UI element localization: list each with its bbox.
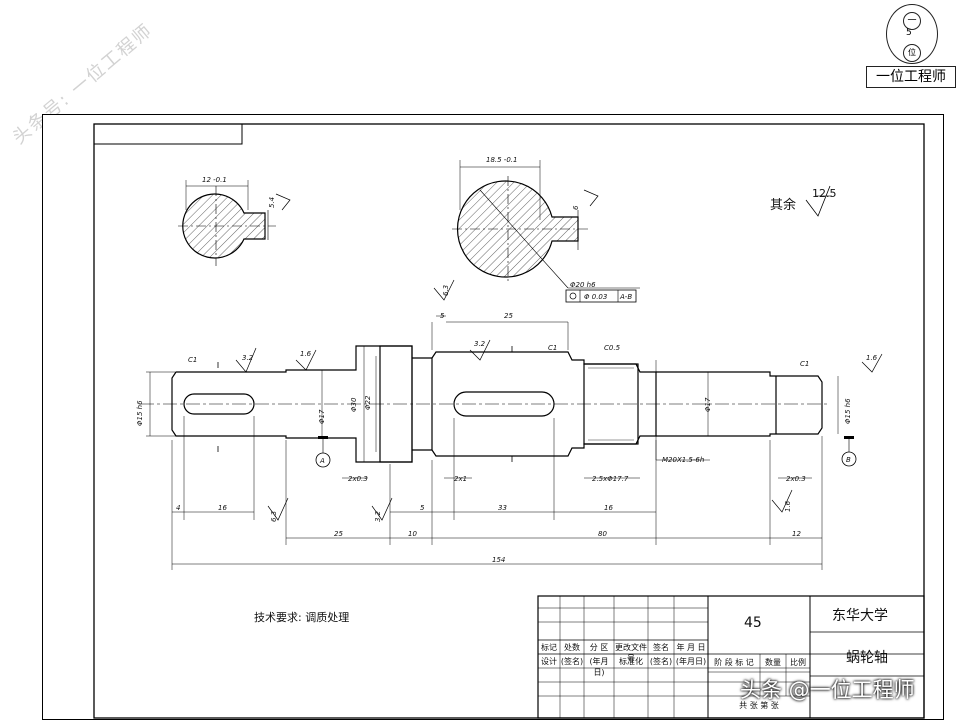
tb-row-label-1: 标记 xyxy=(541,643,557,652)
dim-dia15-left: Φ15 h6 xyxy=(136,400,144,426)
tb-row2-label-2: (签名) xyxy=(560,657,584,666)
tb-row-label-3: 分 区 xyxy=(589,643,609,652)
dim-section1-width: 12 -0.1 xyxy=(202,176,227,184)
dim-33: 33 xyxy=(498,504,507,512)
tb-row2-label-6: (年月日) xyxy=(675,657,707,666)
dim-dia17-right: Φ17 xyxy=(704,397,712,412)
dim-section2-width: 18.5 -0.1 xyxy=(486,156,517,164)
logo-mid-glyph: 5 xyxy=(906,28,912,38)
chamfer-c1-left: C1 xyxy=(188,356,197,364)
thread-spec: M20X1.5-6h xyxy=(662,456,704,464)
section-view-2 xyxy=(452,160,640,303)
chamfer-2x03-left: 2x0.3 xyxy=(348,475,368,483)
tb-row-label-5: 签名 xyxy=(653,643,669,652)
section-view-1 xyxy=(178,180,291,266)
author-logo: 一 5 位 一位工程师 xyxy=(866,4,956,88)
dim-10: 10 xyxy=(408,530,417,538)
tb-row2-label-5: (签名) xyxy=(649,657,673,666)
rough-3-2-c: 3.2 xyxy=(374,510,382,522)
tb-quantity-label: 数量 xyxy=(765,658,781,667)
undercut-2-5: 2.5xΦ17.7 xyxy=(592,475,629,483)
dim-80: 80 xyxy=(598,530,607,538)
chamfer-2x03-right: 2x0.3 xyxy=(786,475,806,483)
dim-5-top: 5 xyxy=(440,312,445,320)
bottom-watermark: 头条 @一位工程师 xyxy=(740,678,915,702)
dim-dia17-left: Φ17 xyxy=(318,409,326,424)
dim-16-left: 16 xyxy=(218,504,227,512)
rough-1-6-c: 1.6 xyxy=(784,500,792,512)
dim-dia30: Φ30 xyxy=(350,397,358,412)
chamfer-c05: C0.5 xyxy=(604,344,621,352)
technical-requirements: 技术要求: 调质处理 xyxy=(254,611,350,624)
tb-sheet-text: 共 张 第 张 xyxy=(739,701,779,710)
tb-material: 45 xyxy=(744,615,762,631)
logo-label: 一位工程师 xyxy=(866,66,956,88)
dim-25-bottom: 25 xyxy=(334,530,343,538)
dim-16-right: 16 xyxy=(604,504,613,512)
logo-top-glyph: 一 xyxy=(903,12,921,30)
tol-flatness: Φ 0.03 xyxy=(584,293,607,301)
logo-bottom-glyph: 位 xyxy=(903,44,921,62)
tb-school: 东华大学 xyxy=(832,608,888,624)
roughness-note-prefix: 其余 xyxy=(770,197,796,213)
tb-row-label-4: 更改文件号 xyxy=(615,643,647,663)
dim-25-top: 25 xyxy=(504,312,513,320)
chamfer-2x1: 2x1 xyxy=(454,475,467,483)
dim-section2-depth: 6 xyxy=(572,205,580,210)
dim-section1-depth: 5.4 xyxy=(268,197,276,208)
tol-datum-ref: A-B xyxy=(619,293,632,301)
dim-4: 4 xyxy=(176,504,180,512)
tb-row2-label-1: 设计 xyxy=(541,657,557,666)
dim-154: 154 xyxy=(492,556,505,564)
corner-box xyxy=(93,123,243,145)
tb-row2-label-3: (年月日) xyxy=(589,657,609,677)
rough-1-6-b: 1.6 xyxy=(866,354,878,362)
tb-stage-label: 阶 段 标 记 xyxy=(714,658,754,667)
rough-6-3: 6.3 xyxy=(442,285,450,296)
datum-a-label: A xyxy=(319,457,325,465)
title-block-grid xyxy=(537,595,925,719)
dim-5-bottom: 5 xyxy=(420,504,425,512)
dim-dia15-right: Φ15 h6 xyxy=(844,398,852,424)
tb-part-name: 蜗轮轴 xyxy=(846,650,888,666)
inner-border xyxy=(93,123,925,719)
rough-3-2-a: 3.2 xyxy=(242,354,254,362)
datum-b-label: B xyxy=(846,456,851,464)
rough-6-3-b: 6.3 xyxy=(270,511,278,522)
chamfer-c1-mid: C1 xyxy=(548,344,557,352)
rough-1-6-a: 1.6 xyxy=(300,350,312,358)
dim-12: 12 xyxy=(792,530,801,538)
rough-3-2-b: 3.2 xyxy=(474,340,486,348)
tb-scale-label: 比例 xyxy=(790,658,806,667)
dim-dia22: Φ22 xyxy=(364,395,372,410)
tb-row2-label-4: 标准化 xyxy=(619,657,643,666)
chamfer-c1-right: C1 xyxy=(800,360,809,368)
tb-row-label-6: 年 月 日 xyxy=(676,643,706,652)
roughness-note-value: 12.5 xyxy=(812,187,837,200)
tb-row-label-2: 处数 xyxy=(564,643,580,652)
dim-dia20: Φ20 h6 xyxy=(570,281,596,289)
